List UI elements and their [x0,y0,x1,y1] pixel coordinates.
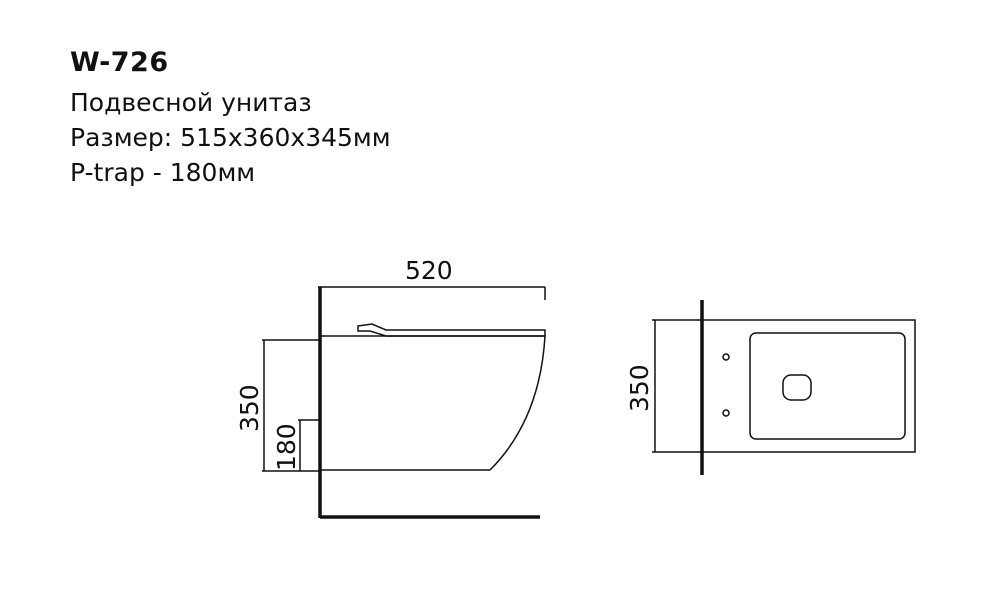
side-width-label: 520 [405,256,453,285]
side-height-label: 350 [235,384,264,432]
product-size: Размер: 515x360x345мм [70,123,391,152]
mount-hole-bottom [722,409,730,417]
top-bowl [749,332,906,440]
seat-lid [357,323,546,337]
product-type: Подвесной унитаз [70,88,312,117]
top-height-label: 350 [625,364,654,412]
model-number: W-726 [70,47,169,78]
spec-block: W-726 Подвесной унитаз Размер: 515x360x3… [70,47,391,190]
side-view [262,286,546,519]
bowl-outline [320,335,546,471]
top-view [652,300,916,475]
drain-icon [782,374,812,401]
product-ptrap: P-trap - 180мм [70,158,256,187]
mount-hole-top [722,353,730,361]
top-outline [701,319,916,453]
side-outlet-label: 180 [272,423,301,471]
